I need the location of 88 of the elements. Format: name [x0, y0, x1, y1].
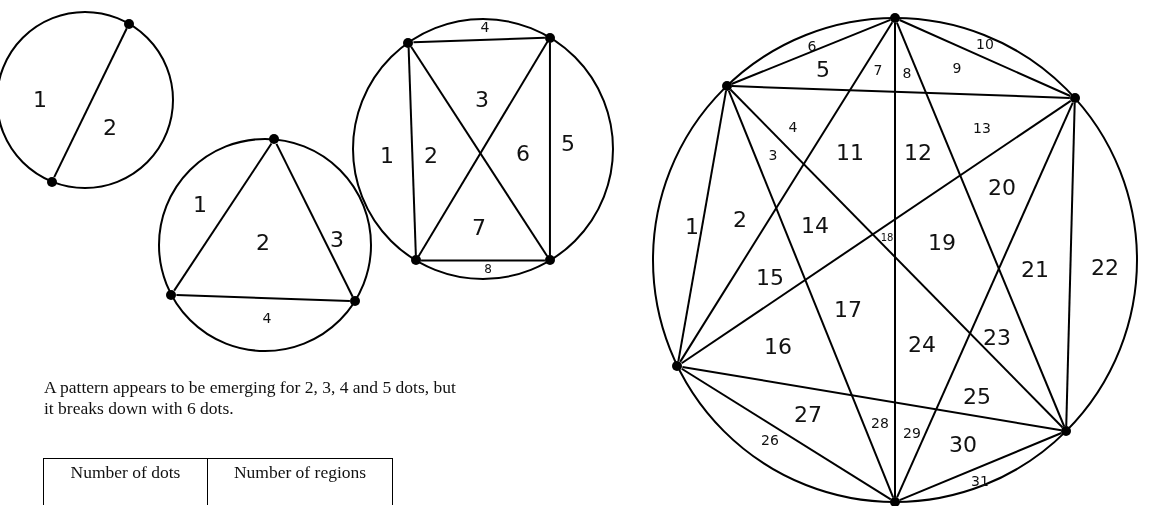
region-number: 18: [880, 233, 894, 243]
chord-line: [898, 19, 1072, 98]
region-number: 25: [963, 386, 991, 408]
chord-line: [1065, 102, 1076, 428]
region-number: 4: [262, 311, 272, 325]
region-number: 3: [475, 89, 489, 111]
region-number: 3: [768, 148, 778, 162]
chord-line: [727, 89, 895, 499]
chord-line: [679, 21, 894, 363]
dot: [1069, 93, 1080, 104]
chord-line: [53, 27, 128, 179]
region-number: 31: [971, 474, 989, 488]
region-number: 4: [788, 120, 798, 134]
region-number: 24: [908, 334, 936, 356]
region-number: 3: [330, 229, 344, 251]
region-number: 2: [256, 232, 270, 254]
chord-line: [412, 36, 546, 44]
region-number: 19: [928, 232, 956, 254]
table-header-cell-text: Number of dots: [69, 461, 182, 484]
dot: [890, 13, 900, 23]
region-number: 22: [1091, 257, 1119, 279]
region-number: 14: [801, 215, 829, 237]
region-number: 17: [834, 299, 862, 321]
region-number: 1: [33, 89, 47, 111]
chord-line: [407, 46, 417, 257]
dot: [721, 80, 732, 91]
chord-line: [677, 89, 727, 363]
region-number: 29: [903, 426, 921, 440]
region-number: 1: [380, 145, 394, 167]
circle-outline: [353, 19, 613, 279]
dot: [166, 289, 177, 300]
chord-line: [896, 101, 1074, 499]
region-number: 7: [873, 63, 883, 77]
region-number: 2: [733, 209, 747, 231]
chord-line: [173, 142, 273, 292]
dot: [411, 255, 422, 266]
dot: [544, 255, 555, 266]
dot: [672, 361, 683, 372]
region-number: 27: [794, 404, 822, 426]
chord-line: [895, 21, 1066, 428]
circle-outline: [0, 12, 173, 188]
region-number: 16: [764, 336, 792, 358]
region-number: 28: [871, 416, 889, 430]
region-number: 8: [484, 263, 492, 275]
dot: [1061, 426, 1072, 437]
dot: [269, 134, 280, 145]
region-number: 8: [902, 66, 912, 80]
dot: [47, 176, 58, 187]
chord-line: [730, 18, 892, 86]
chord-line: [680, 367, 892, 501]
chord-line: [175, 293, 351, 302]
region-number: 13: [973, 121, 991, 135]
region-number: 26: [761, 433, 779, 447]
region-number: 15: [756, 267, 784, 289]
chord-line: [730, 85, 1071, 99]
region-number: 1: [685, 216, 699, 238]
region-number: 21: [1021, 259, 1049, 281]
dot: [544, 32, 555, 43]
dot: [403, 37, 414, 48]
region-number: 23: [983, 327, 1011, 349]
chord-line: [898, 432, 1063, 502]
dot: [124, 18, 134, 29]
region-number: 6: [516, 143, 530, 165]
chord-line: [680, 99, 1072, 365]
chord-line: [894, 22, 896, 498]
chord-line: [729, 88, 1064, 429]
region-number: 30: [949, 434, 977, 456]
chord-line: [548, 41, 551, 257]
region-number: 7: [472, 217, 486, 239]
region-number: 12: [904, 142, 932, 164]
region-number: 9: [952, 61, 962, 75]
chord-line: [681, 365, 1063, 432]
dot: [890, 497, 900, 506]
body-text: A pattern appears to be emerging for 2, 3, 4 and 5 dots, but it breaks down with 6 dots.: [44, 377, 457, 419]
dot: [349, 296, 360, 307]
region-number: 5: [816, 59, 830, 81]
chord-line: [275, 142, 354, 298]
region-number: 2: [103, 117, 117, 139]
table-header-cell: Number of regions: [207, 459, 392, 505]
region-number: 2: [424, 145, 438, 167]
region-number: 5: [561, 133, 575, 155]
region-number: 4: [480, 20, 490, 34]
region-number: 10: [976, 37, 994, 51]
chord-line: [420, 259, 546, 262]
region-number: 6: [807, 39, 817, 53]
region-number: 20: [988, 177, 1016, 199]
region-number: 1: [193, 194, 207, 216]
region-number: 11: [836, 142, 864, 164]
